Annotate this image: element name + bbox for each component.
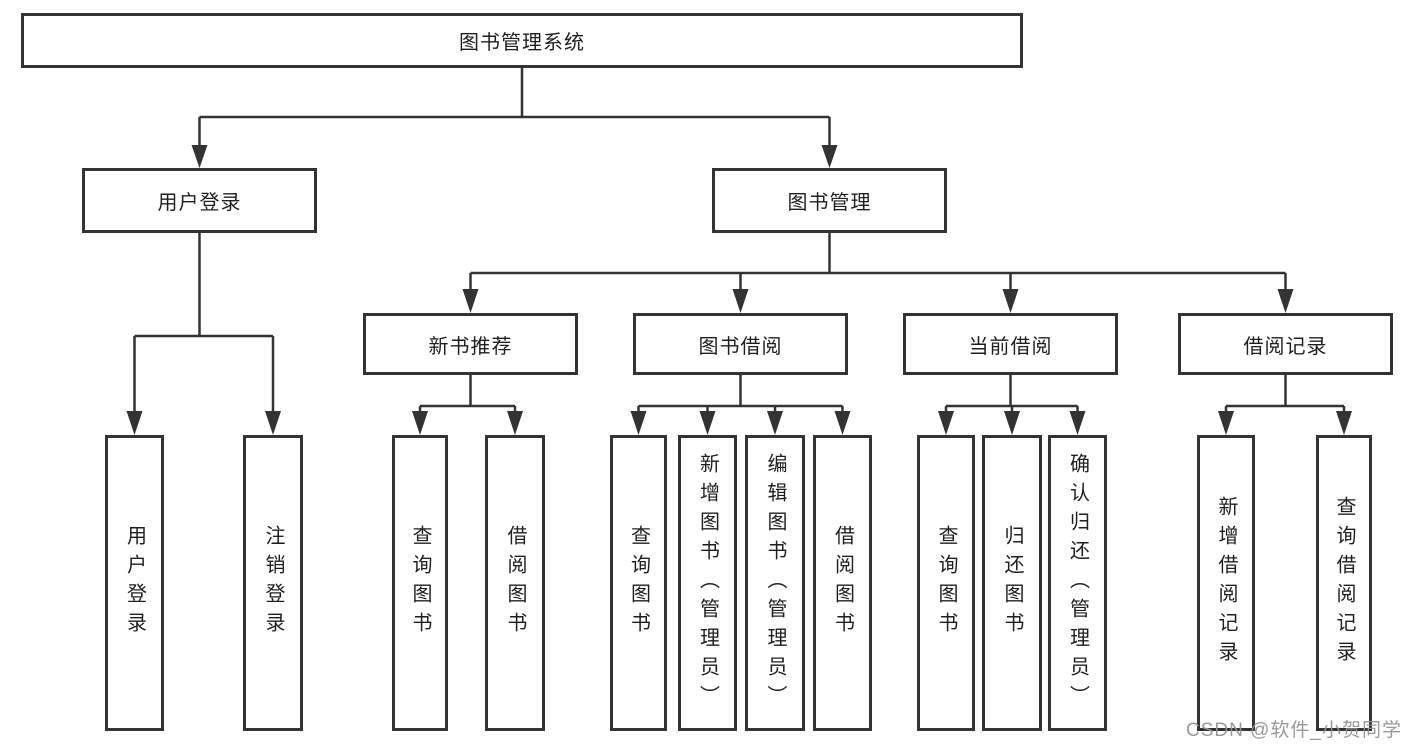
leaf-borrow-books: 借阅图书 [813, 435, 872, 731]
arrowhead [821, 145, 838, 168]
node-user-login-label: 用户登录 [157, 192, 242, 214]
arrowhead [1069, 411, 1086, 435]
arrowhead [630, 411, 647, 435]
leaf-query-books-current-label: 查询图书 [935, 525, 957, 641]
arrowhead [1277, 289, 1294, 313]
csdn-watermark: CSDN @软件_小贺同学 [1186, 720, 1402, 741]
arrowhead [767, 411, 783, 435]
node-borrow-records: 借阅记录 [1178, 313, 1393, 375]
arrowhead [834, 411, 851, 435]
arrowhead [412, 411, 428, 435]
arrowhead [1218, 411, 1234, 435]
node-user-login: 用户登录 [82, 168, 317, 233]
leaf-add-borrow-record: 新增借阅记录 [1197, 435, 1255, 731]
leaf-query-borrow-record-label: 查询借阅记录 [1333, 496, 1355, 670]
leaf-confirm-return-admin-label: 确认归还（管理员） [1066, 452, 1089, 714]
node-book-management: 图书管理 [712, 168, 947, 233]
arrowhead [507, 411, 523, 435]
arrowhead [1002, 289, 1019, 313]
arrowhead [699, 411, 716, 435]
leaf-add-borrow-record-label: 新增借阅记录 [1215, 496, 1237, 670]
node-current-borrow: 当前借阅 [903, 313, 1118, 375]
arrowhead [1336, 411, 1352, 435]
node-book-borrow-label: 图书借阅 [698, 335, 783, 358]
leaf-add-book-admin-label: 新增图书（管理员） [696, 452, 719, 714]
leaf-confirm-return-admin: 确认归还（管理员） [1048, 435, 1107, 731]
leaf-borrow-books-recommend-label: 借阅图书 [504, 525, 526, 641]
leaf-add-book-admin: 新增图书（管理员） [678, 435, 737, 731]
arrowhead [732, 289, 749, 313]
node-root-label: 图书管理系统 [459, 32, 585, 54]
leaf-edit-book-admin: 编辑图书（管理员） [745, 435, 805, 731]
leaf-query-books-borrow-label: 查询图书 [627, 525, 650, 641]
leaf-query-books-recommend-label: 查询图书 [409, 525, 431, 641]
node-borrow-records-label: 借阅记录 [1243, 335, 1328, 358]
node-new-book-recommend-label: 新书推荐 [428, 335, 513, 358]
leaf-logout-label: 注销登录 [262, 525, 284, 641]
arrowhead [462, 289, 479, 313]
leaf-query-borrow-record: 查询借阅记录 [1316, 435, 1372, 731]
leaf-user-login: 用户登录 [105, 435, 164, 731]
arrowhead [191, 145, 208, 168]
leaf-return-book-label: 归还图书 [1001, 525, 1023, 641]
leaf-borrow-books-label: 借阅图书 [831, 525, 854, 641]
node-book-borrow: 图书借阅 [633, 313, 848, 375]
arrowhead [938, 411, 954, 435]
leaf-return-book: 归还图书 [982, 435, 1042, 731]
leaf-query-books-current: 查询图书 [917, 435, 975, 731]
arrowhead [1004, 411, 1020, 435]
arrowhead [126, 411, 143, 435]
arrowhead [265, 411, 281, 435]
leaf-user-login-label: 用户登录 [123, 525, 146, 641]
node-current-borrow-label: 当前借阅 [968, 335, 1053, 358]
node-new-book-recommend: 新书推荐 [363, 313, 578, 375]
leaf-logout: 注销登录 [243, 435, 303, 731]
node-root: 图书管理系统 [21, 13, 1023, 68]
leaf-borrow-books-recommend: 借阅图书 [485, 435, 545, 731]
leaf-edit-book-admin-label: 编辑图书（管理员） [764, 452, 786, 714]
leaf-query-books-recommend: 查询图书 [392, 435, 448, 731]
leaf-query-books-borrow: 查询图书 [610, 435, 667, 731]
node-book-management-label: 图书管理 [787, 192, 872, 214]
